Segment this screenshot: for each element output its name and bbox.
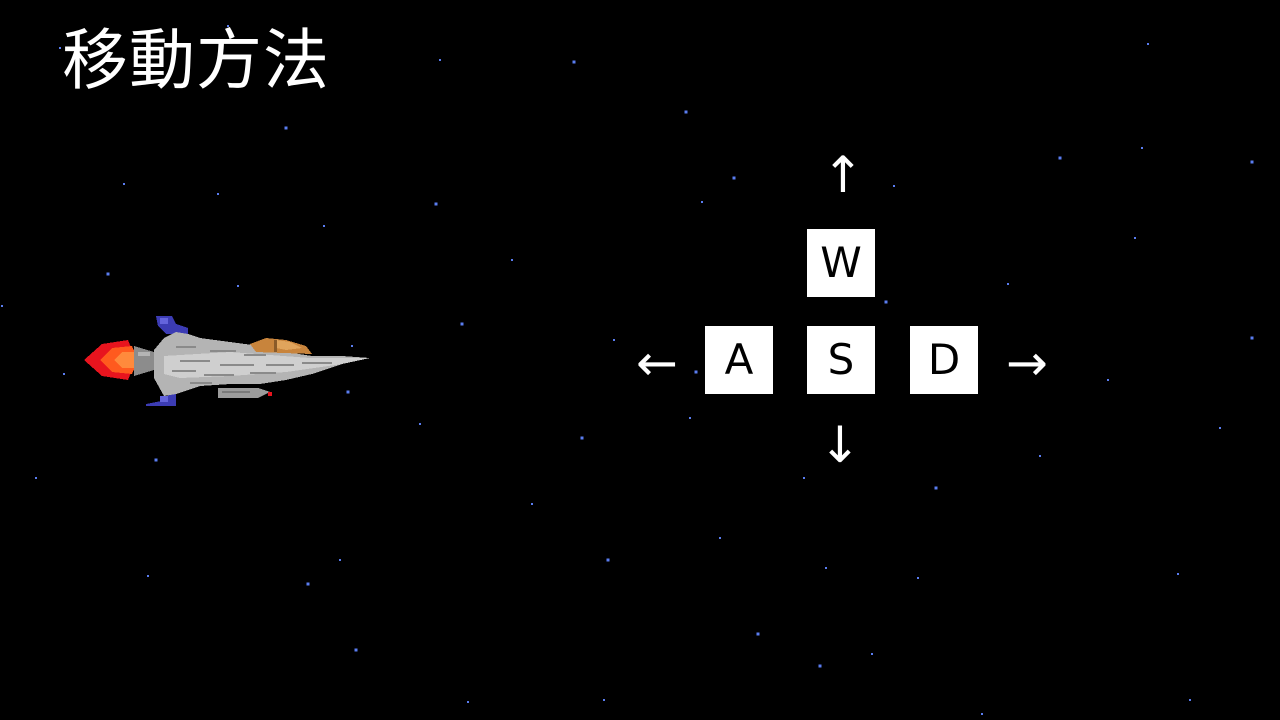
key-w-up: W — [807, 229, 875, 297]
star — [227, 25, 229, 27]
star — [871, 653, 873, 655]
star — [351, 345, 353, 347]
star — [63, 373, 65, 375]
star — [1039, 455, 1041, 457]
star — [694, 370, 698, 374]
star — [123, 183, 125, 185]
key-s-down: S — [807, 326, 875, 394]
star — [825, 567, 827, 569]
star — [147, 575, 149, 577]
star — [511, 259, 513, 261]
star — [439, 59, 441, 61]
star — [346, 390, 350, 394]
star — [354, 648, 358, 652]
star — [419, 423, 421, 425]
arrow-down-icon: ↓ — [819, 416, 861, 474]
key-d-right: D — [910, 326, 978, 394]
star — [59, 47, 61, 49]
star — [572, 60, 576, 64]
star — [719, 537, 721, 539]
star — [467, 701, 469, 703]
star — [701, 201, 703, 203]
star — [1177, 573, 1179, 575]
star — [1141, 147, 1143, 149]
star — [917, 577, 919, 579]
star — [531, 503, 533, 505]
star — [35, 477, 37, 479]
star — [934, 486, 938, 490]
star — [434, 202, 438, 206]
star — [603, 699, 605, 701]
star — [284, 126, 288, 130]
star — [1007, 283, 1009, 285]
star — [237, 285, 239, 287]
key-a-left: A — [705, 326, 773, 394]
star — [339, 559, 341, 561]
page-title: 移動方法 — [62, 22, 330, 99]
star — [1250, 160, 1254, 164]
star — [217, 193, 219, 195]
star — [606, 558, 610, 562]
star — [884, 300, 888, 304]
star — [1, 305, 3, 307]
star — [460, 322, 464, 326]
star — [1134, 237, 1136, 239]
star — [1189, 699, 1191, 701]
arrow-up-icon: ↑ — [822, 146, 864, 204]
star — [1219, 427, 1221, 429]
star — [1058, 156, 1062, 160]
star — [306, 582, 310, 586]
star — [689, 417, 691, 419]
star — [613, 339, 615, 341]
star — [1147, 43, 1149, 45]
star — [893, 185, 895, 187]
star — [684, 110, 688, 114]
star — [1250, 336, 1254, 340]
arrow-right-icon: → — [1006, 334, 1048, 392]
star — [803, 477, 805, 479]
player-ship-icon — [84, 316, 370, 406]
star — [981, 713, 983, 715]
star — [732, 176, 736, 180]
star — [323, 225, 325, 227]
star — [580, 436, 584, 440]
star — [106, 272, 110, 276]
star — [154, 458, 158, 462]
star — [818, 664, 822, 668]
arrow-left-icon: ← — [636, 334, 678, 392]
star — [756, 632, 760, 636]
star — [1107, 379, 1109, 381]
